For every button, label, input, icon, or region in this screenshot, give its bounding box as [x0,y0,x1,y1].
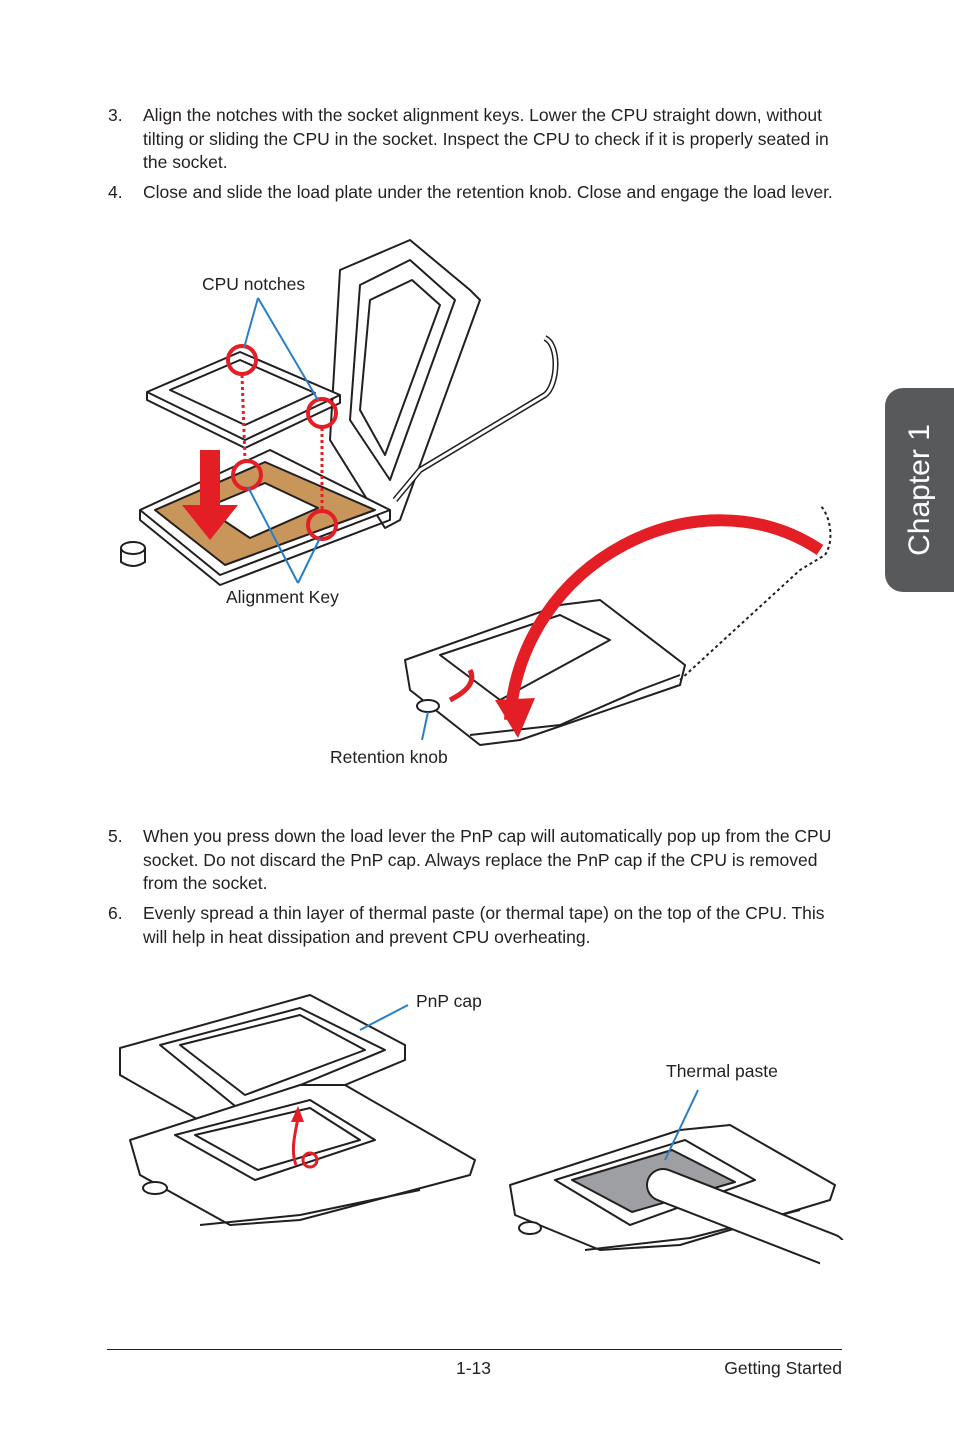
cpu-notches-label: CPU notches [202,274,306,294]
section-name: Getting Started [724,1358,842,1378]
pnp-cap-label: PnP cap [416,991,482,1011]
step-text: Close and slide the load plate under the… [143,182,833,202]
cpu-install-illustration [120,239,832,746]
thermal-paste-label: Thermal paste [666,1061,778,1081]
chapter-tab: Chapter 1 [885,388,954,592]
step-text: Evenly spread a thin layer of thermal pa… [143,903,825,947]
step-4: 4. Close and slide the load plate under … [108,181,838,205]
retention-knob-label: Retention knob [330,747,448,767]
step-text: Align the notches with the socket alignm… [143,105,829,172]
page-number: 1-13 [456,1358,492,1378]
step-number: 5. [108,826,123,846]
step-number: 6. [108,903,123,923]
step-text: When you press down the load lever the P… [143,826,832,893]
footer-divider [107,1349,842,1350]
step-number: 4. [108,182,123,202]
step-5: 5. When you press down the load lever th… [108,825,838,896]
step-number: 3. [108,105,123,125]
chapter-tab-label: Chapter 1 [902,424,936,556]
step-3: 3. Align the notches with the socket ali… [108,104,838,175]
step-6: 6. Evenly spread a thin layer of thermal… [108,902,838,949]
alignment-key-label: Alignment Key [226,587,339,607]
